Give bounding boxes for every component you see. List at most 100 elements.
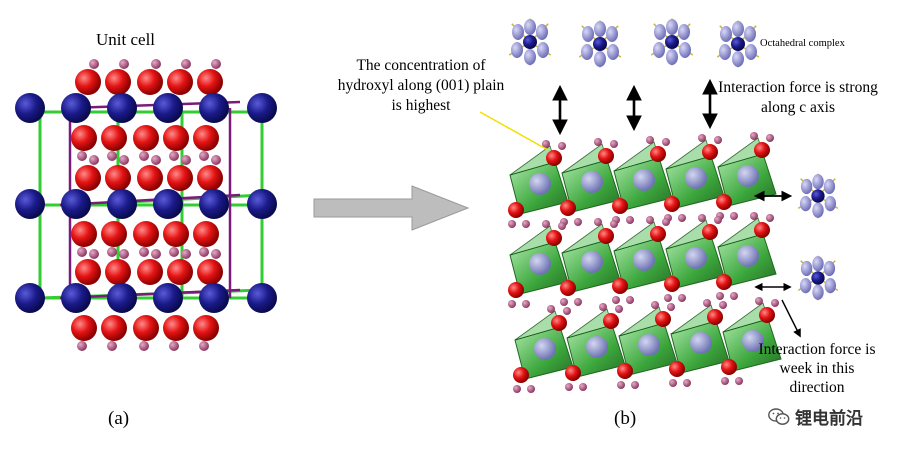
ligand — [653, 42, 665, 58]
hydrogen-atom — [107, 341, 117, 351]
hydrogen-atom — [563, 307, 571, 315]
watermark: 锂电前沿 — [768, 404, 863, 429]
hydrogen-atom — [750, 212, 758, 220]
hydroxyl-concentration-annotation: The concentration of hydroxyl along (001… — [337, 57, 505, 114]
ligand — [606, 26, 618, 42]
metal-atom — [61, 93, 91, 123]
ligand — [824, 196, 837, 212]
oxygen-atom — [197, 259, 223, 285]
hydrogen-atom — [698, 134, 706, 142]
oxygen-atom — [137, 259, 163, 285]
ligand — [581, 44, 593, 60]
hydrogen-atom — [574, 218, 582, 226]
oxygen-atom — [105, 165, 131, 191]
panel-b-caption: (b) — [614, 408, 637, 429]
metal-center — [529, 253, 551, 275]
oxygen-atom — [664, 196, 680, 212]
hydrogen-atom — [119, 155, 129, 165]
oxygen-atom — [650, 146, 666, 162]
hydrogen-atom — [542, 220, 550, 228]
hydrogen-atom — [77, 247, 87, 257]
hydrogen-atom — [513, 385, 521, 393]
ligand — [812, 256, 824, 272]
hydrogen-atom — [169, 151, 179, 161]
oxygen-atom — [754, 142, 770, 158]
ligand — [800, 178, 813, 195]
ligand — [800, 260, 813, 277]
oxygen-atom — [650, 226, 666, 242]
hydrogen-atom — [579, 383, 587, 391]
octahedral-complex-row — [508, 18, 839, 301]
hydrogen-atom — [631, 381, 639, 389]
hydrogen-atom — [612, 296, 620, 304]
ligand — [666, 49, 678, 65]
metal-atom — [61, 283, 91, 313]
ligand — [594, 51, 606, 67]
oxygen-atom — [655, 311, 671, 327]
metal-center — [811, 271, 825, 285]
hydrogen-atom — [522, 220, 530, 228]
hydrogen-atom — [594, 138, 602, 146]
oxygen-atom — [612, 198, 628, 214]
ligand — [824, 278, 837, 294]
oxygen-atom — [508, 282, 524, 298]
metal-center — [685, 167, 707, 189]
metal-center — [742, 330, 764, 352]
oxygen-atom — [163, 315, 189, 341]
hydrogen-atom — [211, 249, 221, 259]
oxygen-atom — [702, 144, 718, 160]
hydrogen-atom — [610, 140, 618, 148]
oxygen-atom — [560, 280, 576, 296]
metal-atom — [153, 93, 183, 123]
ligand — [744, 26, 756, 42]
hydrogen-atom — [703, 299, 711, 307]
hydrogen-atom — [77, 151, 87, 161]
oxygen-atom — [754, 222, 770, 238]
hydrogen-atom — [750, 132, 758, 140]
ligand — [679, 42, 691, 58]
strong-interaction-annotation: Interaction force is strong along c axis — [718, 79, 878, 116]
hydrogen-atom — [594, 218, 602, 226]
hydrogen-atom — [211, 155, 221, 165]
layered-structure-model — [508, 132, 782, 393]
oxygen-atom — [759, 307, 775, 323]
pointer-arrow — [781, 299, 801, 338]
oxygen-atom — [546, 230, 562, 246]
oxygen-atom — [546, 150, 562, 166]
metal-center — [581, 251, 603, 273]
hydrogen-atom — [139, 247, 149, 257]
oxygen-atom — [105, 69, 131, 95]
ligand — [654, 24, 666, 40]
ligand — [536, 24, 548, 40]
oxygen-atom — [513, 367, 529, 383]
oxygen-atom — [101, 315, 127, 341]
hydrogen-atom — [181, 59, 191, 69]
ligand — [719, 44, 731, 60]
unit-cell-title: Unit cell — [96, 30, 156, 49]
hydrogen-atom — [766, 214, 774, 222]
octahedral-complex — [716, 20, 760, 68]
oxygen-atom — [75, 69, 101, 95]
oxygen-atom — [75, 165, 101, 191]
ligand — [678, 24, 690, 40]
hydrogen-atom — [107, 247, 117, 257]
hydrogen-atom — [558, 142, 566, 150]
transition-arrow — [313, 185, 470, 231]
hydrogen-atom — [698, 214, 706, 222]
oxygen-atom — [551, 315, 567, 331]
metal-atom — [107, 93, 137, 123]
hydrogen-atom — [542, 140, 550, 148]
metal-center — [523, 35, 537, 49]
ligand — [666, 19, 678, 35]
hydrogen-atom — [662, 218, 670, 226]
octahedral-complex — [508, 18, 552, 66]
oxygen-atom — [137, 165, 163, 191]
hydrogen-atom — [721, 377, 729, 385]
oxygen-atom — [716, 194, 732, 210]
metal-atom — [15, 189, 45, 219]
metal-atom — [153, 283, 183, 313]
hydrogen-atom — [522, 300, 530, 308]
metal-center — [811, 189, 825, 203]
wechat-icon — [768, 407, 790, 425]
